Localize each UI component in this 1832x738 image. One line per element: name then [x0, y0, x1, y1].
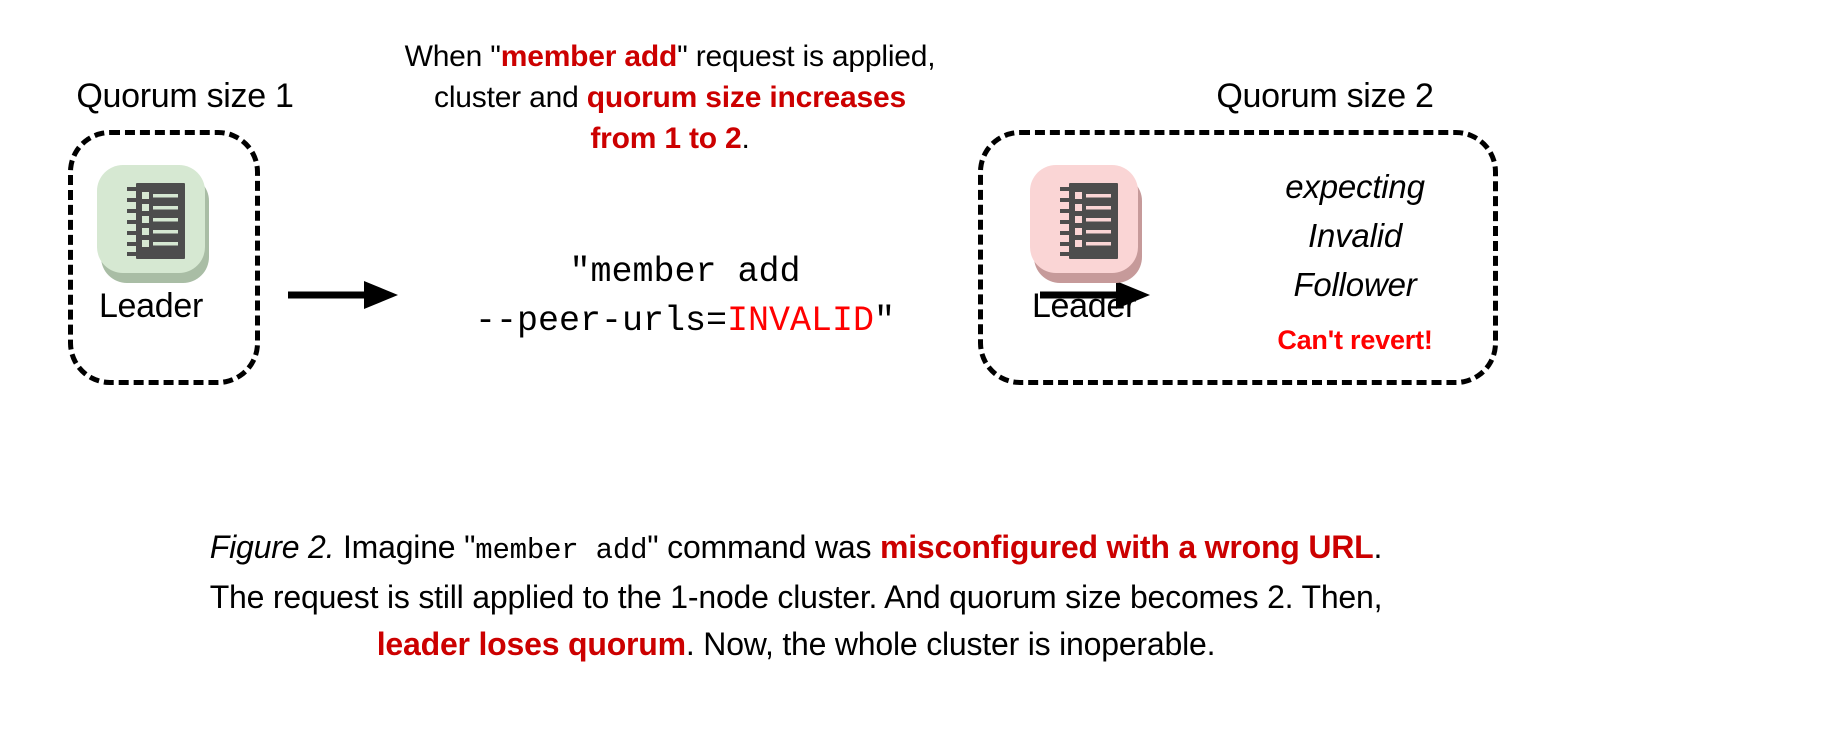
left-cluster-title: Quorum size 1	[76, 77, 294, 115]
right-cluster-box	[978, 130, 1498, 385]
command-invalid-value: INVALID	[727, 301, 875, 341]
arrow-command-to-right	[1040, 278, 1150, 317]
figure-caption: Figure 2. Imagine "member add" command w…	[56, 524, 1536, 668]
status-line-1: expecting	[1285, 168, 1425, 205]
right-node-label: Leader	[1031, 287, 1137, 325]
right-cluster-title: Quorum size 2	[1216, 77, 1434, 115]
caption-line-3: leader loses quorum. Now, the whole clus…	[56, 621, 1536, 668]
caption-seg-2: " command was	[647, 529, 880, 565]
status-line-3: Follower	[1293, 266, 1417, 303]
top-note-text-4: .	[741, 122, 750, 155]
caption-line-2: The request is still applied to the 1-no…	[209, 579, 1383, 615]
server-icon-tile	[1030, 165, 1138, 273]
top-note-emphasis-quorum-increases: quorum size increases	[586, 81, 906, 114]
caption-seg-4: . Now, the whole cluster is inoperable.	[685, 626, 1216, 662]
status-line-2: Invalid	[1308, 217, 1402, 254]
left-cluster-box	[68, 130, 260, 385]
cant-revert-warning: Can't revert!	[1277, 325, 1433, 355]
top-note-text-2: " request is applied,	[677, 40, 936, 73]
server-icon	[127, 183, 185, 259]
caption-seg-1: Imagine "	[334, 529, 476, 565]
top-annotation-line-1: When "member add" request is applied,	[380, 36, 960, 77]
caption-emphasis-misconfigured: misconfigured with a wrong URL	[879, 529, 1374, 565]
command-line-2: --peer-urls=INVALID"	[450, 297, 920, 346]
top-note-emphasis-from-1-to-2: from 1 to 2	[590, 122, 742, 155]
server-icon	[1060, 183, 1118, 259]
caption-figure-label: Figure 2.	[209, 529, 335, 565]
server-icon-tile	[97, 165, 205, 273]
caption-emphasis-leader-loses-quorum: leader loses quorum	[376, 626, 686, 662]
caption-line-1: Figure 2. Imagine "member add" command w…	[56, 524, 1536, 574]
command-closing-quote: "	[874, 301, 896, 341]
top-note-text-3: cluster and	[434, 81, 587, 114]
arrow-left-to-command	[288, 278, 398, 317]
top-annotation-line-2: cluster and quorum size increases	[380, 77, 960, 118]
command-line-1: "member add	[569, 252, 801, 292]
top-annotation: When "member add" request is applied, cl…	[380, 36, 960, 159]
caption-seg-3: .	[1373, 529, 1383, 565]
top-annotation-line-3: from 1 to 2.	[380, 118, 960, 159]
left-node-label: Leader	[98, 287, 204, 325]
right-cluster-status: expecting Invalid Follower	[1230, 162, 1480, 309]
command-flag: --peer-urls=	[474, 301, 727, 341]
command-text: "member add --peer-urls=INVALID"	[450, 248, 920, 346]
caption-mono-command: member add	[475, 534, 648, 567]
top-note-emphasis-member-add: member add	[500, 40, 678, 73]
top-note-text-1: When "	[404, 40, 501, 73]
